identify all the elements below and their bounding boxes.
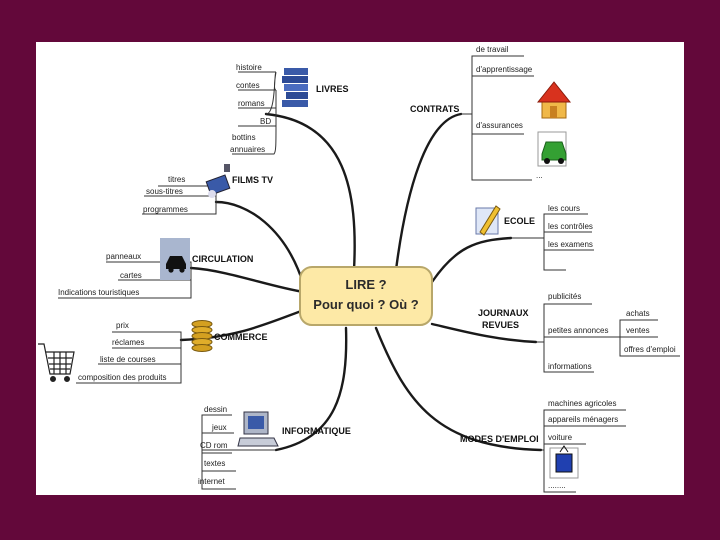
branch-title-livres: LIVRES (316, 84, 349, 94)
commerce-item: composition des produits (78, 373, 167, 382)
journaux-sub-item: offres d'emploi (624, 345, 676, 354)
branch-line-modes (374, 326, 543, 452)
center-title-line2: Pour quoi ? Où ? (313, 297, 418, 312)
livres-item: contes (236, 81, 260, 90)
computer-icon (237, 411, 279, 447)
ecole-item: les examens (548, 240, 593, 249)
coins-icon (191, 320, 213, 352)
journaux-item: publicités (548, 292, 581, 301)
branch-circulation: CIRCULATION panneaux cartes Indications … (58, 238, 253, 297)
branch-title-films: FILMS TV (232, 175, 273, 185)
journaux-item: petites annonces (548, 326, 609, 335)
informatique-item: jeux (211, 423, 227, 432)
ecole-item: les cours (548, 204, 580, 213)
modes-item: appareils ménagers (548, 415, 618, 424)
branch-title-contrats: CONTRATS (410, 104, 459, 114)
circulation-item: cartes (120, 271, 142, 280)
films-item: programmes (143, 205, 188, 214)
commerce-item: liste de courses (100, 355, 156, 364)
commerce-item: réclames (112, 338, 144, 347)
car-icon (537, 131, 567, 167)
branch-title-commerce: COMMERCE (214, 332, 268, 342)
branch-line-livres (264, 112, 356, 272)
branch-journaux: JOURNAUX REVUES publicités petites annon… (478, 292, 676, 371)
films-item: titres (168, 175, 185, 184)
branch-title-circulation: CIRCULATION (192, 254, 253, 264)
branch-title-modes: MODES D'EMPLOI (460, 434, 539, 444)
branch-films: FILMS TV titres sous-titres programmes (143, 164, 273, 214)
informatique-item: CD rom (200, 441, 228, 450)
branch-livres: LIVRES histoire contes romans BD bottins… (230, 63, 349, 154)
video-camera-icon (205, 164, 231, 198)
contrats-item: ... (536, 171, 543, 180)
branch-title-ecole: ECOLE (504, 216, 535, 226)
modes-item: ........ (548, 481, 566, 490)
journaux-sub-item: achats (626, 309, 650, 318)
informatique-item: dessin (204, 405, 227, 414)
center-node: LIRE ? Pour quoi ? Où ? (299, 266, 433, 326)
informatique-item: internet (198, 477, 225, 486)
modes-item: machines agricoles (548, 399, 616, 408)
contrats-item: de travail (476, 45, 509, 54)
branch-line-films (214, 200, 306, 288)
livres-item: bottins (232, 133, 256, 142)
branch-line-contrats (394, 112, 463, 272)
journaux-item: informations (548, 362, 592, 371)
branch-line-ecole (430, 236, 513, 284)
mind-map-slide: LIRE ? Pour quoi ? Où ? LIVRES histoire … (36, 42, 684, 495)
livres-item: romans (238, 99, 265, 108)
informatique-item: textes (204, 459, 225, 468)
branch-line-informatique (274, 326, 348, 452)
mind-map: LIRE ? Pour quoi ? Où ? LIVRES histoire … (38, 45, 680, 493)
branch-title-journaux-line2: REVUES (482, 320, 519, 330)
circulation-item: panneaux (106, 252, 141, 261)
branch-informatique: INFORMATIQUE dessin jeux CD rom textes i… (198, 405, 351, 486)
branch-title-journaux-line1: JOURNAUX (478, 308, 529, 318)
books-icon (282, 68, 308, 107)
house-icon (536, 81, 572, 119)
center-title-line1: LIRE ? (345, 277, 386, 292)
films-item: sous-titres (146, 187, 183, 196)
ecole-item: les contrôles (548, 222, 593, 231)
branch-line-journaux (430, 322, 538, 344)
contrats-item: d'assurances (476, 121, 523, 130)
branch-contrats: CONTRATS de travail d'apprentissage d'as… (410, 45, 572, 180)
tv-icon (549, 445, 579, 479)
livres-item: annuaires (230, 145, 265, 154)
branch-title-informatique: INFORMATIQUE (282, 426, 351, 436)
circulation-item: Indications touristiques (58, 288, 139, 297)
branch-ecole: ECOLE les cours les contrôles les examen… (475, 204, 593, 249)
branch-modes: MODES D'EMPLOI machines agricoles appare… (460, 399, 618, 490)
livres-item: histoire (236, 63, 262, 72)
journaux-sub-item: ventes (626, 326, 650, 335)
contrats-item: d'apprentissage (476, 65, 533, 74)
livres-item: BD (260, 117, 271, 126)
shopping-cart-icon (38, 343, 75, 383)
branch-commerce: COMMERCE prix réclames liste de courses … (38, 320, 268, 383)
pencil-notebook-icon (475, 205, 501, 236)
commerce-item: prix (116, 321, 129, 330)
branch-line-circulation (189, 266, 306, 294)
modes-item: voiture (548, 433, 573, 442)
